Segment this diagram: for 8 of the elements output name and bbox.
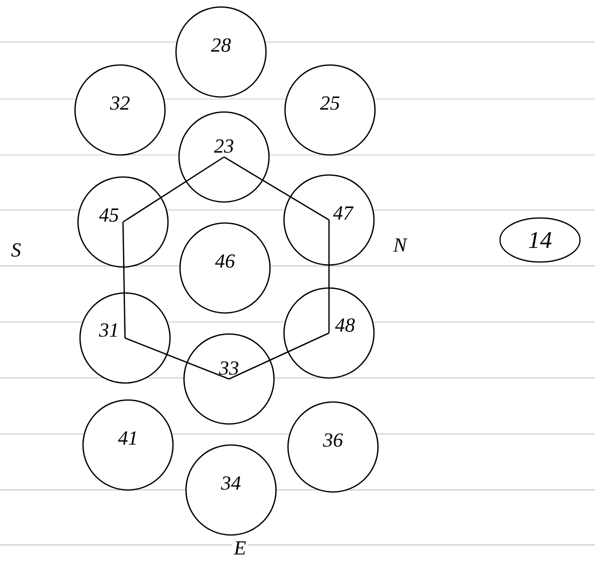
hexagon-line: [122, 156, 224, 223]
direction-letter: S: [9, 241, 23, 259]
circled-number: 14: [499, 217, 581, 263]
hexagon-line: [328, 220, 330, 333]
hexagon-line: [122, 222, 126, 338]
hexagon-line: [124, 337, 230, 380]
hexagon-line: [228, 332, 330, 380]
hexagon-line: [224, 156, 330, 221]
